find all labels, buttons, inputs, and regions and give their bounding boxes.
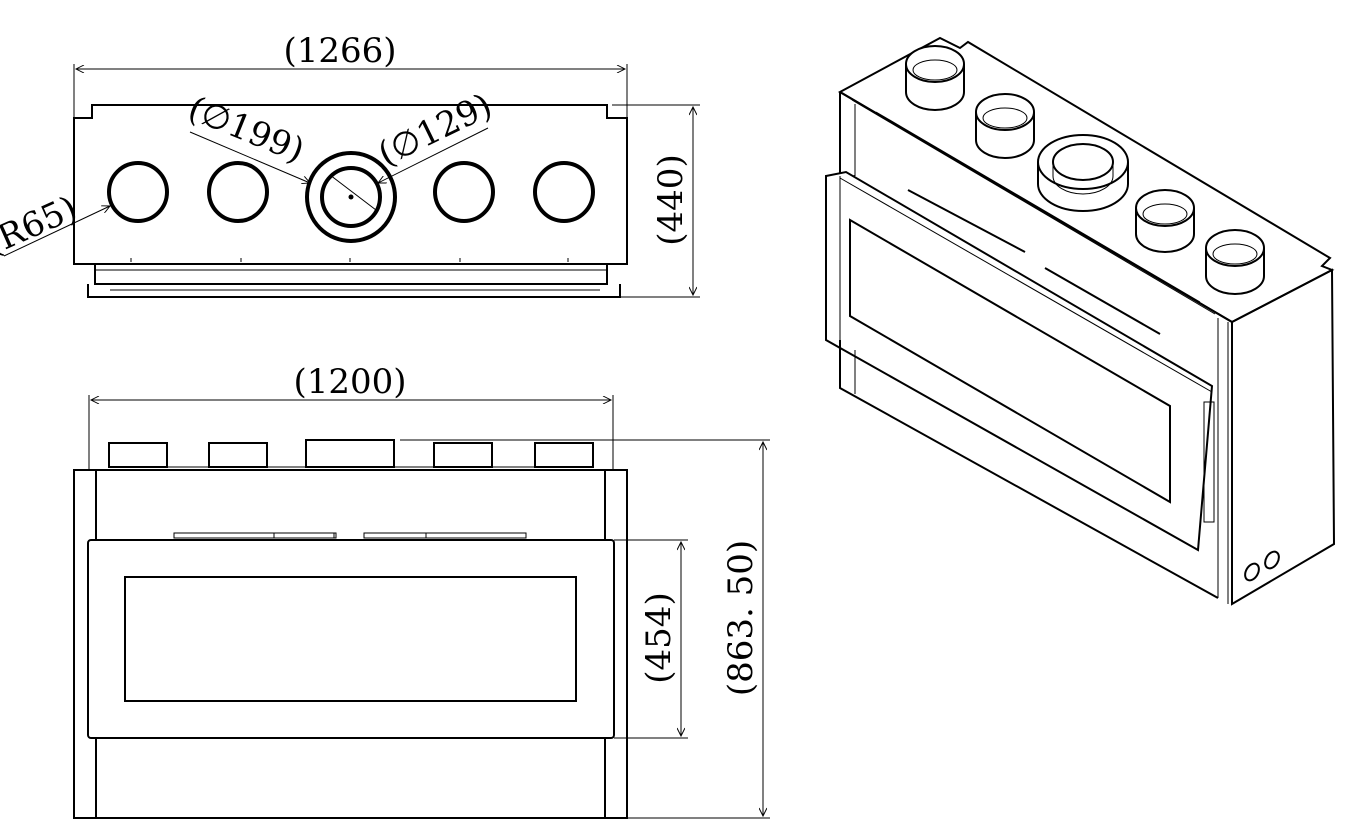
flue-circle [107, 161, 169, 223]
radius-label: (R65) [0, 188, 83, 263]
flue-circle [207, 161, 269, 223]
isometric-view [825, 36, 1336, 606]
iso-collar [1135, 189, 1195, 253]
front-collars [108, 439, 594, 468]
iso-collar [1205, 229, 1265, 295]
small-diameter-label: (∅129) [372, 86, 498, 175]
flue-circles-top [107, 151, 595, 243]
top-view-flange [87, 264, 621, 298]
glass-height-dimension: (454) [614, 539, 688, 739]
front-width-label: (1200) [293, 362, 406, 402]
iso-right-face [1231, 268, 1336, 606]
front-width-dimension: (1200) [88, 362, 614, 470]
large-diameter-label: (∅199) [183, 89, 310, 171]
iso-collars [905, 45, 1265, 295]
iso-collar [905, 45, 965, 111]
iso-center-collar [1037, 134, 1129, 212]
center-flue-outer [305, 151, 397, 243]
leaders [3, 127, 489, 257]
iso-door-frame [825, 170, 1214, 552]
total-height-label: (863. 50) [721, 540, 761, 696]
glass-height-label: (454) [639, 592, 679, 683]
total-height-dimension: (863. 50) [400, 439, 770, 819]
top-height-label: (440) [651, 154, 691, 245]
front-body [73, 469, 628, 819]
top-width-label: (1266) [283, 31, 396, 71]
iso-collar [975, 93, 1035, 159]
front-view: (1200) [73, 362, 770, 819]
flue-circle [433, 161, 495, 223]
center-flue-inner [320, 166, 382, 228]
top-view-ticks [130, 258, 569, 262]
glass-panel [124, 576, 577, 702]
top-width-dimension: (1266) [73, 31, 628, 118]
iso-glass [849, 218, 1171, 504]
top-view-outline [73, 104, 628, 265]
top-view: (1266) (440) [0, 31, 700, 298]
top-height-dimension: (440) [612, 104, 700, 298]
flue-circle [533, 161, 595, 223]
